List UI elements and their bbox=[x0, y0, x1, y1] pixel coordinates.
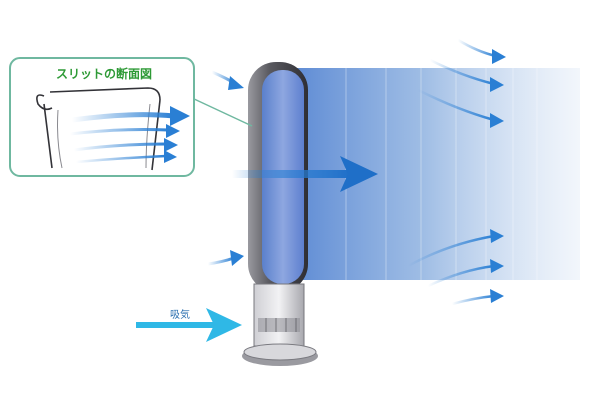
outflow-arrow bbox=[457, 38, 506, 64]
slit-profile bbox=[36, 87, 161, 171]
outflow-arrow bbox=[429, 58, 504, 92]
intake-label: 吸気 bbox=[170, 308, 190, 321]
intake-arrow bbox=[136, 308, 242, 342]
outflow-arrow bbox=[417, 88, 504, 128]
fan-tower bbox=[242, 62, 318, 366]
outflow-arrow bbox=[427, 259, 504, 288]
callout-arrow bbox=[75, 150, 177, 164]
callout-title: スリットの断面図 bbox=[56, 66, 152, 81]
slit-cross-section-callout: スリットの断面図 bbox=[9, 57, 195, 177]
inflow-arrow-top bbox=[211, 70, 244, 90]
callout-arrow bbox=[69, 124, 180, 138]
main-airflow-arrow bbox=[232, 156, 378, 192]
callout-arrow bbox=[71, 106, 190, 126]
callout-arrow bbox=[73, 138, 178, 152]
inflow-arrow-bottom bbox=[207, 250, 244, 266]
outflow-arrows bbox=[407, 38, 506, 306]
outflow-arrow bbox=[451, 289, 504, 306]
intake-grille bbox=[258, 318, 300, 332]
callout-leader-line bbox=[191, 97, 253, 127]
tower-stem bbox=[253, 283, 305, 347]
outflow-arrow bbox=[407, 229, 504, 268]
